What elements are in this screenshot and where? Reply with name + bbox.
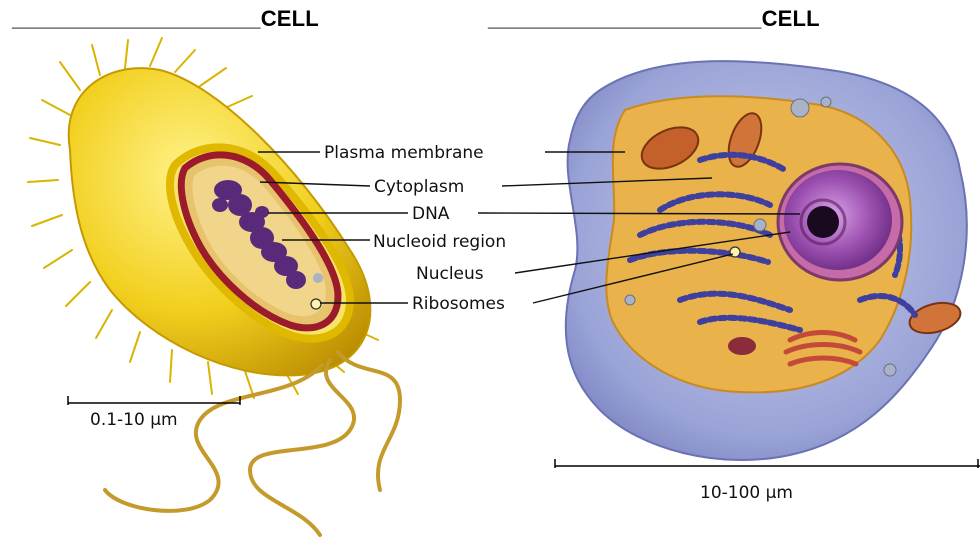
label-nucleoid-region: Nucleoid region [373,232,506,252]
scale-bar-left: 0.1-10 µm [68,396,240,430]
scale-label-right: 10-100 µm [700,483,793,503]
eukaryote-cell [566,61,967,460]
eukaryote-ribosome-marker [730,247,740,257]
scale-label-left: 0.1-10 µm [90,410,178,430]
label-ribosomes: Ribosomes [412,294,505,314]
nucleolus [807,206,839,238]
scale-bar-right: 10-100 µm [555,459,980,503]
plasmid [313,273,323,283]
label-nucleus: Nucleus [416,264,484,284]
flagella [105,352,400,535]
label-cytoplasm: Cytoplasm [374,177,464,197]
label-dna: DNA [412,204,450,224]
ribosome-marker [311,299,321,309]
label-plasma-membrane: Plasma membrane [324,143,484,163]
lysosome [728,337,756,355]
prokaryote-cell [28,38,400,535]
